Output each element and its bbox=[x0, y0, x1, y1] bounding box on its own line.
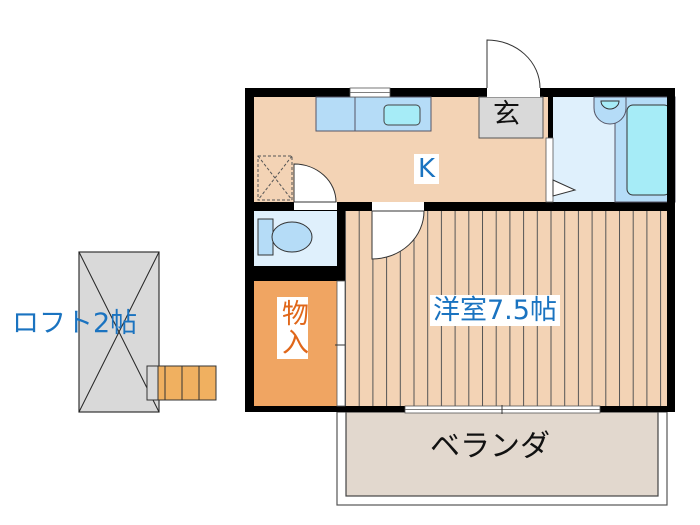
room-door-opening bbox=[372, 202, 424, 211]
western-room-label: 洋室7.5帖 bbox=[430, 295, 560, 326]
balcony bbox=[336, 411, 668, 506]
balcony-label: ベランダ bbox=[430, 429, 550, 464]
loft-ladder bbox=[146, 365, 217, 401]
bathtub-icon bbox=[626, 104, 671, 196]
bathroom-door bbox=[545, 137, 554, 203]
room-door-swing bbox=[371, 210, 425, 260]
entrance-label: 玄 bbox=[493, 99, 520, 130]
storage-label: 物入 bbox=[277, 297, 308, 359]
loft bbox=[78, 251, 160, 413]
sink-basin bbox=[383, 104, 421, 126]
storage-doors bbox=[336, 280, 346, 407]
toilet-door-opening bbox=[294, 202, 337, 210]
kitchen-label: K bbox=[414, 154, 440, 184]
fridge-space-icon bbox=[257, 155, 293, 201]
entrance-door-swing bbox=[486, 39, 541, 89]
toilet-tank bbox=[257, 218, 274, 256]
entrance-floor bbox=[478, 96, 544, 139]
toilet-door-swing bbox=[293, 163, 337, 203]
entrance-door-opening bbox=[487, 88, 540, 97]
toilet-icon bbox=[271, 221, 313, 253]
loft-label: ロフト2帖 bbox=[12, 308, 138, 339]
